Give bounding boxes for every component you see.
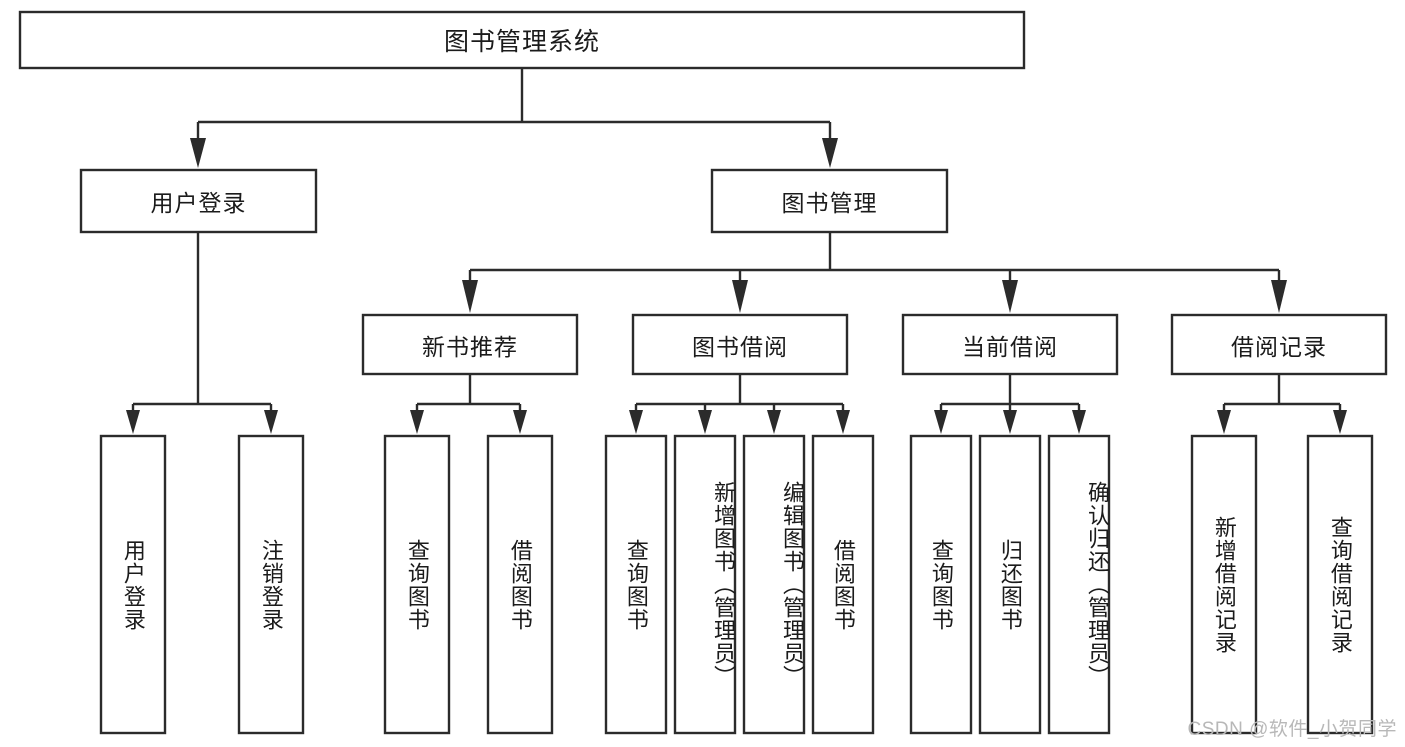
node-leaf-query-book-2[interactable] (604, 434, 668, 735)
arrow-head-leaf-user-login (126, 410, 140, 434)
node-leaf-logout[interactable] (237, 434, 305, 735)
arrow-head-leaf-edit-book (767, 410, 781, 434)
node-book-manage[interactable] (710, 168, 949, 234)
arrow-head-leaf-query-book-3 (934, 410, 948, 434)
edges-book-manage-to-level3 (462, 232, 1287, 313)
arrow-head-to-book-borrow (732, 280, 748, 313)
node-leaf-query-book-1[interactable] (383, 434, 451, 735)
node-leaf-edit-book[interactable] (742, 434, 806, 735)
node-leaf-return-book[interactable] (978, 434, 1042, 735)
arrow-head-leaf-confirm-return (1072, 410, 1086, 434)
edges-user-login-to-leaves (126, 232, 278, 434)
node-leaf-add-record[interactable] (1190, 434, 1258, 735)
edges-current-borrow-to-leaves (934, 374, 1086, 434)
arrow-head-to-new-book (462, 280, 478, 313)
node-borrow-records[interactable] (1170, 313, 1388, 376)
edges-root-to-level2 (190, 68, 838, 168)
edges-borrow-records-to-leaves (1217, 374, 1347, 434)
edges-new-book-to-leaves (410, 374, 527, 434)
node-leaf-borrow-book-1[interactable] (486, 434, 554, 735)
arrow-head-leaf-add-book (698, 410, 712, 434)
arrow-head-leaf-query-book-1 (410, 410, 424, 434)
node-leaf-query-book-3[interactable] (909, 434, 973, 735)
node-leaf-confirm-return[interactable] (1047, 434, 1111, 735)
arrow-head-leaf-add-record (1217, 410, 1231, 434)
arrow-head-to-user-login (190, 138, 206, 168)
edges-book-borrow-to-leaves (629, 374, 850, 434)
arrow-head-to-book-manage (822, 138, 838, 168)
node-leaf-user-login[interactable] (99, 434, 167, 735)
arrow-head-leaf-query-record (1333, 410, 1347, 434)
arrow-head-leaf-logout (264, 410, 278, 434)
arrow-head-leaf-return-book (1003, 410, 1017, 434)
node-leaf-query-record[interactable] (1306, 434, 1374, 735)
node-new-book-recommend[interactable] (361, 313, 579, 376)
arrow-head-to-current-borrow (1002, 280, 1018, 313)
arrow-head-to-borrow-records (1271, 280, 1287, 313)
node-user-login[interactable] (79, 168, 318, 234)
node-current-borrow[interactable] (901, 313, 1119, 376)
node-root[interactable] (18, 10, 1026, 70)
arrow-head-leaf-borrow-book-2 (836, 410, 850, 434)
arrow-head-leaf-borrow-book-1 (513, 410, 527, 434)
node-leaf-borrow-book-2[interactable] (811, 434, 875, 735)
node-book-borrow[interactable] (631, 313, 849, 376)
node-leaf-add-book[interactable] (673, 434, 737, 735)
arrow-head-leaf-query-book-2 (629, 410, 643, 434)
